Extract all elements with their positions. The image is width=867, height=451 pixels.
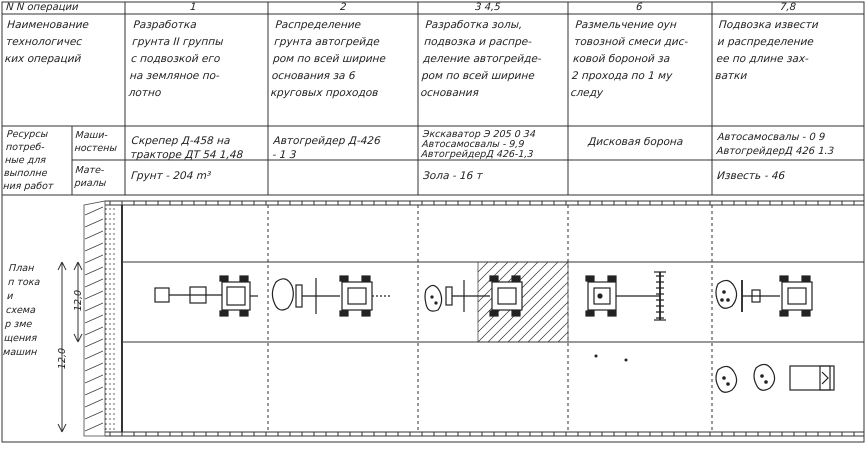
lime-heap-icon [715,279,738,309]
operation-4-machines: Дисковая борона [587,136,684,148]
op-number-label: N N операции [5,2,79,13]
operation-3-name: Разработка золы,подвозка и распре-делени… [420,19,542,99]
op-number-4: 6 [635,2,643,13]
dimension-outer: 12,0 [57,347,69,370]
grader-icon [295,275,392,317]
op-number-3: 3 4,5 [474,2,501,13]
dimension-inner: 12,0 [73,289,85,312]
operation-2-machines: Автогрейдер Д-426- 1 3 [272,135,382,161]
machines-label: Маши-ностены [74,130,118,154]
operation-5-materials: Известь - 46 [716,170,786,182]
operation-1-materials: Грунт - 204 m³ [130,170,212,182]
materials-label: Мате-риалы [74,165,107,189]
soil-heap-icon [271,278,294,311]
grader-icon-3 [741,275,813,317]
disc-harrow-tractor-icon [585,271,666,321]
dots-icon [594,354,628,362]
op-number-1: 1 [189,2,197,13]
op-number-2: 2 [339,2,347,13]
ash-heap-icon [424,284,443,312]
dump-truck-icon [715,363,835,393]
operation-3-materials: Зола - 16 т [422,170,484,182]
scraper-icon [154,275,258,317]
op-number-5: 7,8 [779,2,797,13]
grader-icon-2 [445,275,523,317]
